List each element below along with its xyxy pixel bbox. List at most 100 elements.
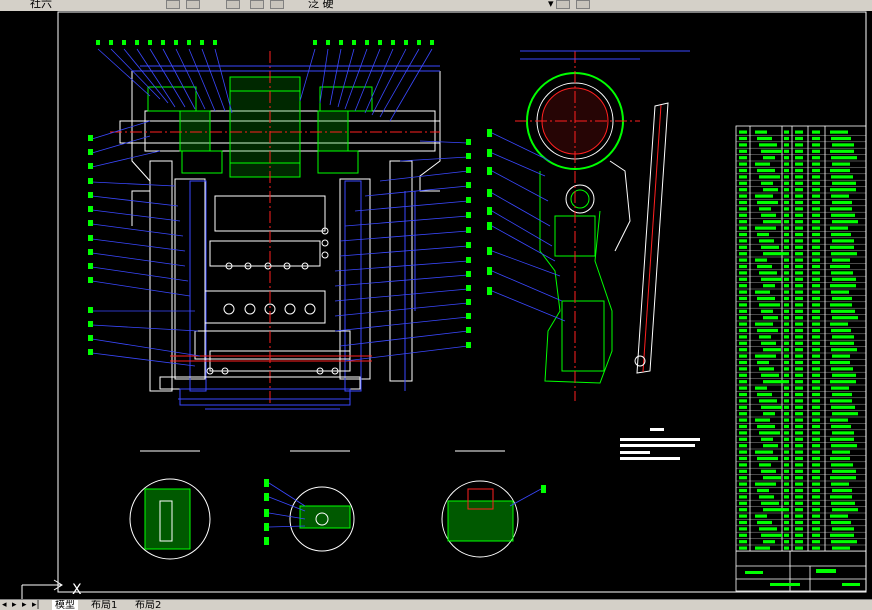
parts-row-cell [784,469,789,473]
parts-row-cell [832,392,852,397]
parts-row-cell [739,399,747,403]
parts-row-cell [761,213,776,217]
parts-row-cell [812,168,820,173]
parts-row-cell [784,316,789,320]
parts-row-cell [755,450,773,454]
parts-row-cell [784,213,789,217]
parts-row-cell [755,322,773,326]
parts-row-cell [830,418,848,422]
parts-row-cell [812,162,820,166]
parts-row-cell [795,264,803,269]
parts-row-cell [812,444,820,448]
parts-row-cell [763,540,775,544]
parts-row-cell [757,232,769,237]
parts-row-cell [832,162,850,166]
parts-row-cell [739,188,747,192]
parts-row-cell [795,412,803,416]
parts-row-cell [795,418,803,422]
parts-row-cell [784,354,789,358]
parts-row-cell [795,316,803,320]
tab-prev-button[interactable]: ▸ [12,600,17,610]
parts-row-cell [812,514,820,518]
parts-row-cell [812,207,820,211]
parts-row-cell [812,130,820,134]
parts-row-cell [832,354,850,358]
parts-row-cell [795,156,803,160]
parts-row-cell [759,367,774,371]
parts-row-cell [832,200,852,205]
toolbar-field-text[interactable]: 社六 [30,0,52,10]
parts-row-cell [784,130,789,134]
parts-row-cell [759,335,771,339]
parts-row-cell [739,412,747,416]
parts-row-cell [795,239,803,243]
toolbar-button-2[interactable] [186,0,200,9]
detail-view-3 [441,450,519,558]
layout-tab-bar: ◂ ▸ ▸ ▸| 模型 布局1 布局2 [0,599,872,610]
parts-row-cell [795,181,803,185]
parts-row-cell [795,424,803,429]
parts-row-cell [784,367,789,371]
parts-row-cell [784,220,789,224]
toolbar-button-7[interactable] [576,0,590,9]
tab-next-button[interactable]: ▸ [22,600,27,610]
parts-row-cell [831,194,849,198]
parts-row-cell [784,444,789,448]
parts-row-cell [761,309,773,313]
toolbar-button-5[interactable] [270,0,284,9]
parts-row-cell [812,200,820,205]
parts-row-cell [795,207,803,211]
title-block-text [745,569,860,586]
parts-row-cell [784,476,789,480]
parts-row-cell [739,290,747,294]
toolbar-button-3[interactable] [226,0,240,9]
parts-row-cell [830,130,848,134]
parts-row-cell [757,424,775,429]
parts-row-cell [832,508,858,512]
tab-layout2[interactable]: 布局2 [135,600,162,610]
parts-row-cell [812,328,820,333]
toolbar-style-text[interactable]: 泛 硬 [308,0,334,10]
parts-row-cell [831,136,851,141]
parts-row-cell [739,245,747,249]
parts-row-cell [739,501,747,505]
parts-row-cell [784,264,789,269]
toolbar-button-1[interactable] [166,0,180,9]
tab-layout1[interactable]: 布局1 [91,600,118,610]
parts-row-cell [763,476,781,480]
tab-first-button[interactable]: ◂ [2,600,7,610]
parts-row-cell [739,175,747,179]
parts-row-cell [795,245,803,249]
parts-row-cell [832,450,850,454]
parts-row-cell [795,194,803,198]
tab-last-button[interactable]: ▸| [32,600,40,610]
parts-row-cell [739,437,747,441]
toolbar-button-4[interactable] [250,0,264,9]
parts-row-cell [831,367,853,371]
parts-row-cell [832,316,858,320]
parts-row-cell [784,463,789,467]
parts-row-cell [831,309,855,313]
parts-row-cell [831,405,855,409]
parts-row-cell [761,149,782,153]
parts-row-cell [832,412,858,416]
parts-row-cell [757,136,772,141]
parts-row-cell [784,207,789,211]
parts-row-cell [761,277,782,281]
parts-row-cell [831,463,853,467]
parts-row-cell [784,360,789,365]
parts-row-cell [812,271,820,275]
parts-row-cell [830,188,856,192]
parts-row-cell [812,399,820,403]
drawing-canvas[interactable]: X [0,11,872,599]
tab-model[interactable]: 模型 [52,600,78,610]
parts-row-cell [795,514,803,518]
parts-row-cell [739,168,747,173]
parts-row-cell [795,175,803,179]
parts-row-cell [812,335,820,339]
dropdown-arrow-icon[interactable]: ▾ [548,0,554,10]
toolbar-button-6[interactable] [556,0,570,9]
parts-row-cell [784,380,789,384]
parts-row-cell [784,136,789,141]
parts-row-cell [784,277,789,281]
